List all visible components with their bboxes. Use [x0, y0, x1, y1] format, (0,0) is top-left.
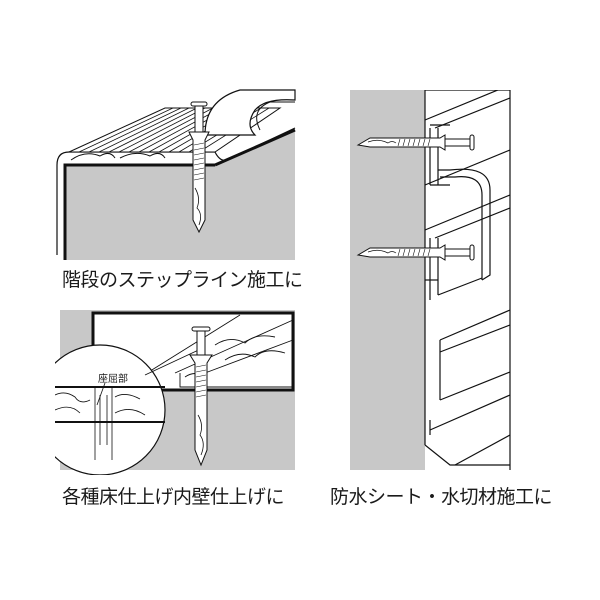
panel-stair-step: [55, 80, 305, 260]
wall-flashing-illustration: [350, 90, 511, 470]
floor-finish-illustration: [55, 310, 295, 475]
anchor-upper: [356, 134, 475, 151]
panel-waterproof: [350, 90, 540, 470]
panel-floor-wall: [55, 305, 305, 475]
callout-buckling-part: 座屈部: [98, 374, 128, 385]
caption-stair-step: 階段のステップライン施工に: [62, 269, 303, 291]
caption-waterproof: 防水シート・水切材施工に: [330, 486, 553, 508]
anchor-lower: [356, 244, 475, 261]
stair-nosing-illustration: [56, 89, 296, 260]
caption-floor-wall: 各種床仕上げ内壁仕上げに: [62, 486, 285, 508]
